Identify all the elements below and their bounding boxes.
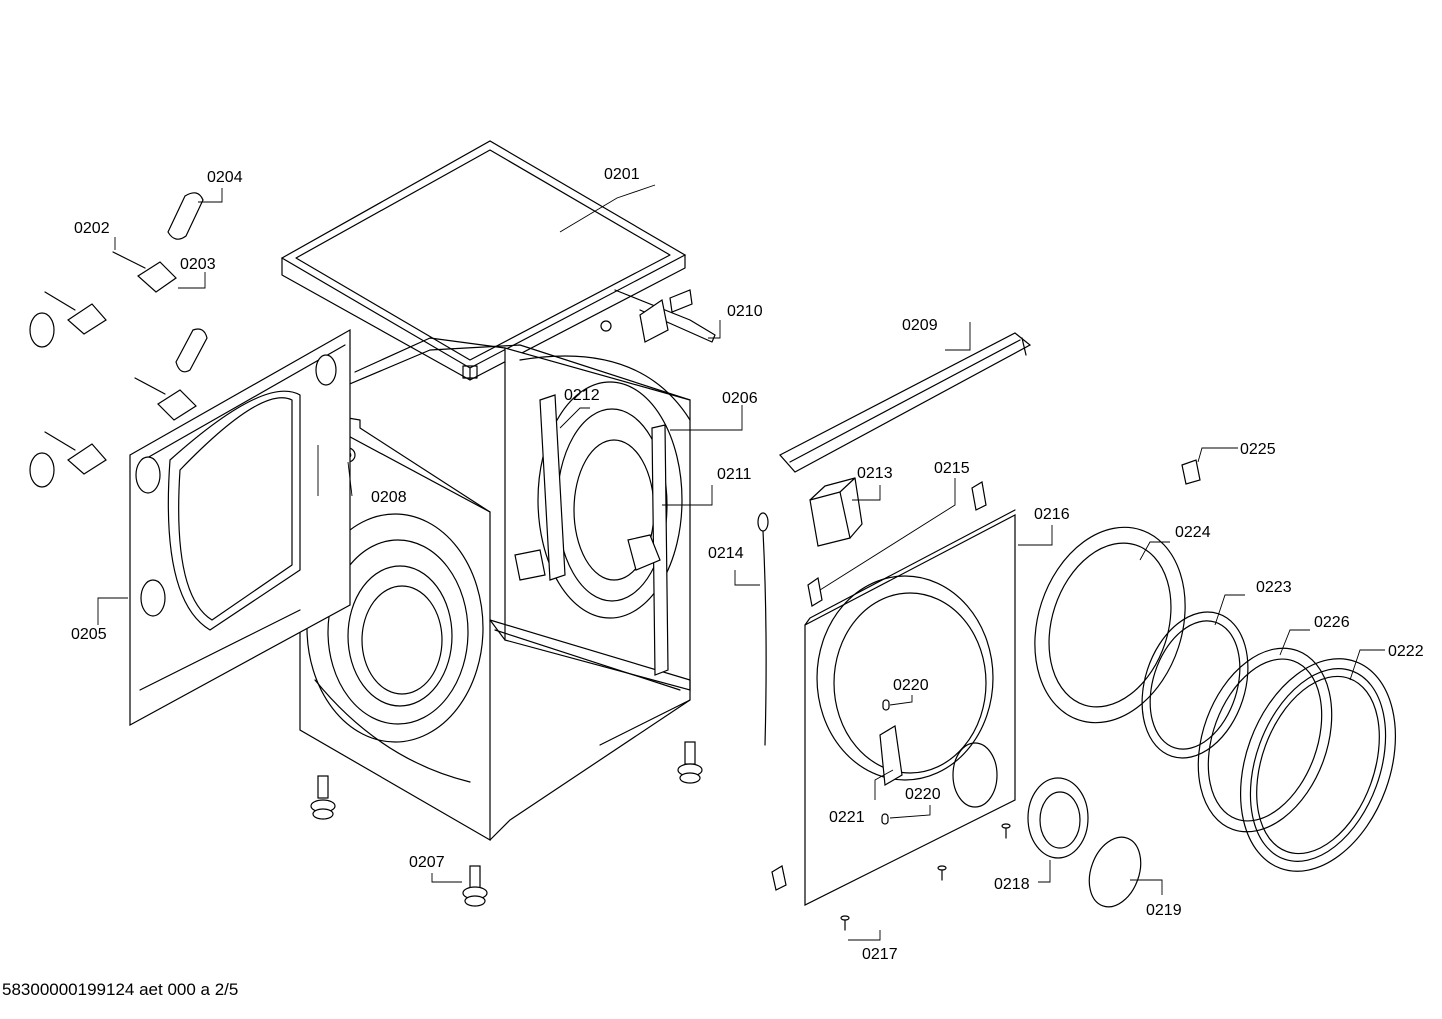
part-label-0217: 0217 xyxy=(862,946,898,963)
part-label-0202: 0202 xyxy=(74,220,110,237)
control-module[interactable] xyxy=(809,477,863,547)
part-label-0205: 0205 xyxy=(71,626,107,643)
inner-rails[interactable] xyxy=(514,394,669,676)
part-label-0210: 0210 xyxy=(727,303,763,320)
door-ring-assemblies[interactable] xyxy=(1011,508,1424,893)
small-clip[interactable] xyxy=(1181,459,1201,485)
part-label-0203: 0203 xyxy=(180,256,216,273)
part-label-0226: 0226 xyxy=(1314,614,1350,631)
part-labels: 0201 0202 0203 0204 0205 0206 0207 0208 … xyxy=(71,166,1424,963)
part-label-0221: 0221 xyxy=(829,809,865,826)
top-rail[interactable] xyxy=(779,332,1032,473)
part-label-0213: 0213 xyxy=(857,465,893,482)
part-label-0220-lower: 0220 xyxy=(905,786,941,803)
leader-lines xyxy=(97,184,1385,941)
part-label-0214: 0214 xyxy=(708,545,744,562)
mount-assemblies[interactable] xyxy=(29,192,208,488)
part-label-0224: 0224 xyxy=(1175,524,1211,541)
part-label-0211: 0211 xyxy=(717,466,752,483)
part-label-0219: 0219 xyxy=(1146,902,1182,919)
part-label-0218: 0218 xyxy=(994,876,1030,893)
document-code: 58300000199124 aet 000 a 2/5 xyxy=(2,980,239,999)
part-label-0204: 0204 xyxy=(207,169,243,186)
part-label-0212: 0212 xyxy=(564,387,600,404)
part-label-0225: 0225 xyxy=(1240,441,1276,458)
part-label-0222: 0222 xyxy=(1388,643,1424,660)
part-label-0207: 0207 xyxy=(409,854,445,871)
part-label-0206: 0206 xyxy=(722,390,758,407)
rear-panel[interactable] xyxy=(129,328,351,727)
part-label-0216: 0216 xyxy=(1034,506,1070,523)
top-cover[interactable] xyxy=(280,140,687,381)
part-label-0209: 0209 xyxy=(902,317,938,334)
part-label-0201: 0201 xyxy=(604,166,640,183)
part-label-0215: 0215 xyxy=(934,460,970,477)
door-lock-and-flap[interactable] xyxy=(1027,777,1150,914)
cabinet-body[interactable] xyxy=(299,320,691,842)
front-panel[interactable] xyxy=(771,481,1016,931)
cable-tie[interactable] xyxy=(757,512,769,746)
part-label-0223: 0223 xyxy=(1256,579,1292,596)
part-label-0220-upper: 0220 xyxy=(893,677,929,694)
rear-bracket[interactable] xyxy=(614,289,716,343)
part-label-0208: 0208 xyxy=(371,489,407,506)
adjustable-feet[interactable] xyxy=(310,741,703,907)
